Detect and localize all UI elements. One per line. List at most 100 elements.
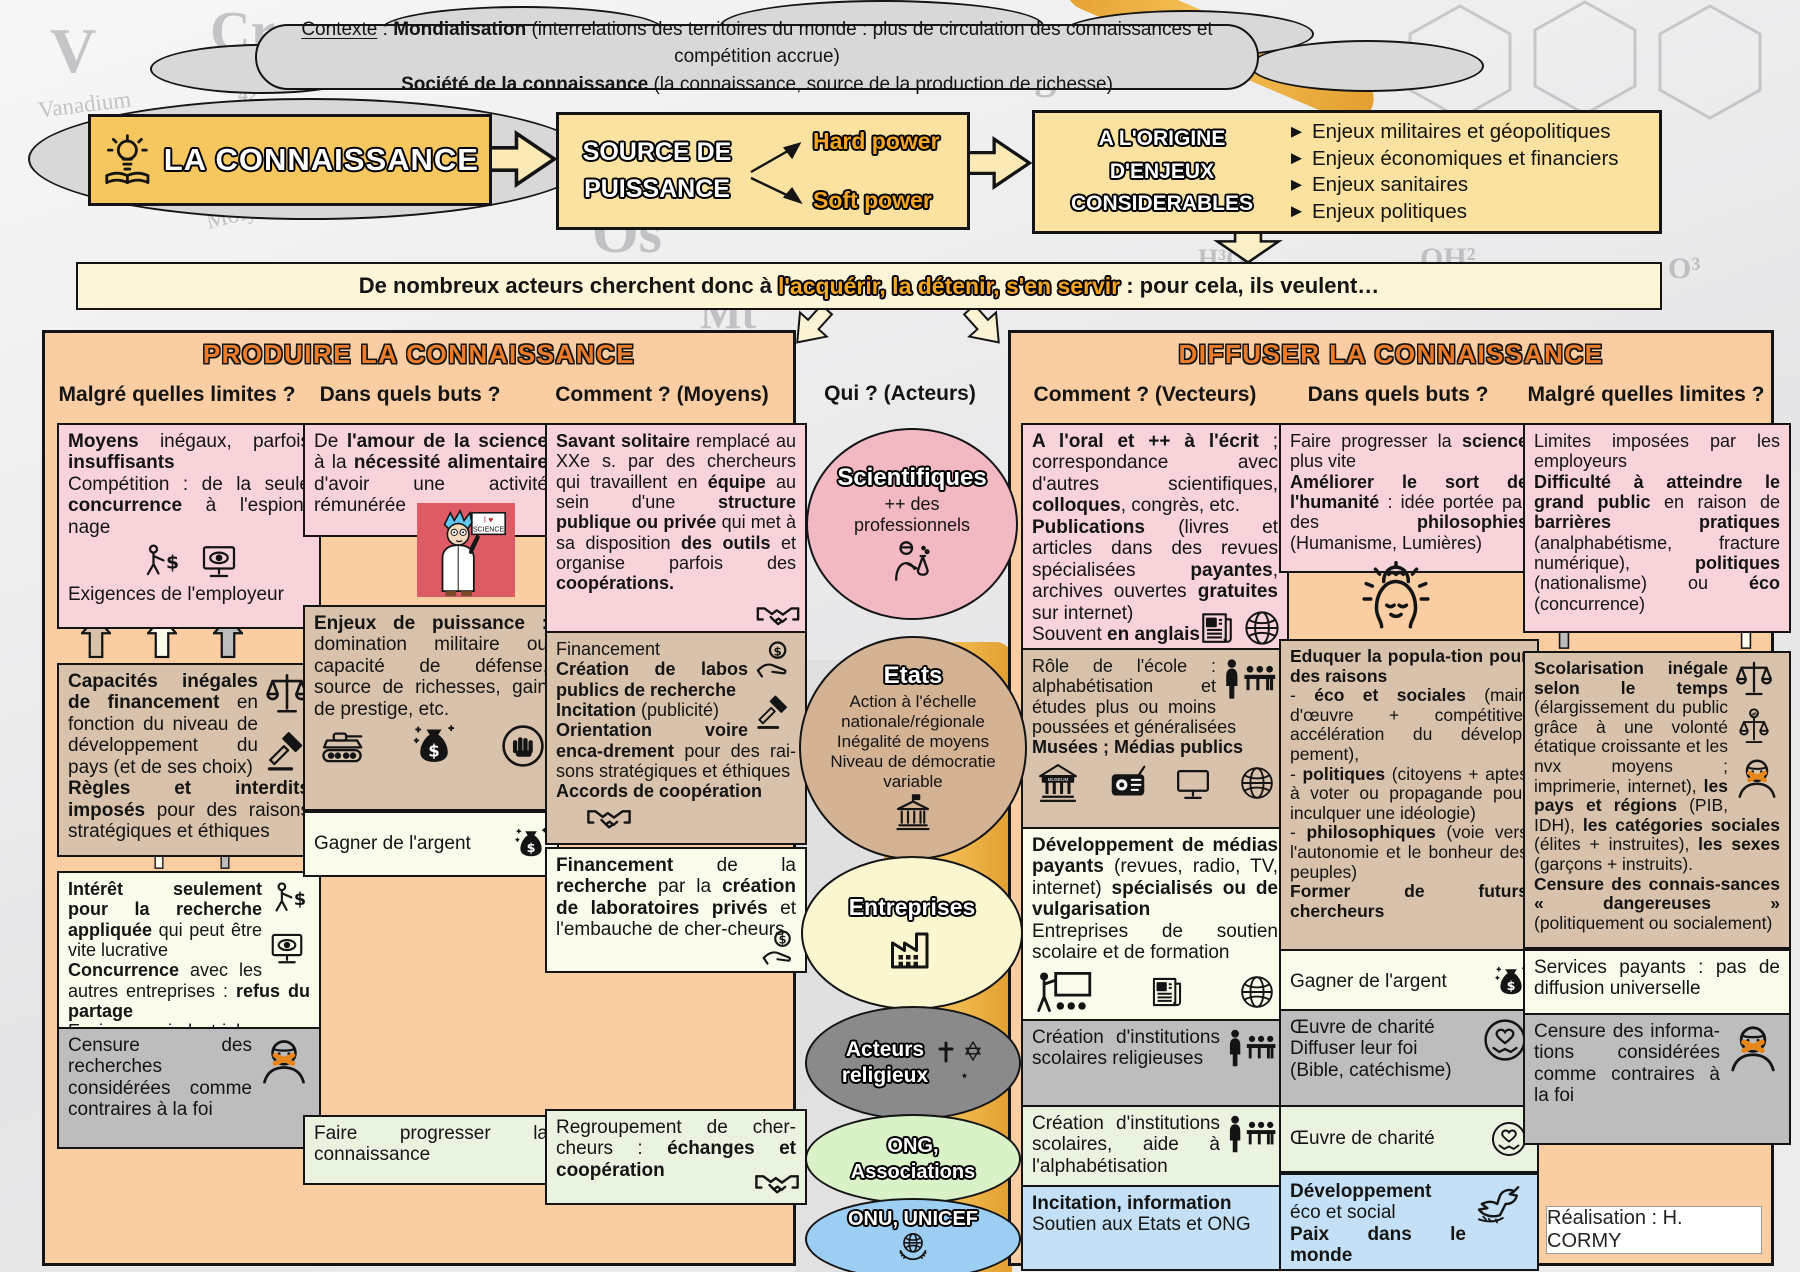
soft-power-label: Soft power <box>813 187 932 213</box>
museum-icon <box>1034 761 1082 805</box>
lightbulb-book-icon <box>101 129 154 191</box>
globe-icon <box>1242 608 1282 648</box>
produire-but-box-3: Gagner de l'argent <box>303 811 559 877</box>
radio-icon <box>1107 763 1149 803</box>
actor-name: Entreprises <box>848 893 976 920</box>
charity-icon <box>1482 1017 1528 1063</box>
money-bag-icon <box>514 827 548 861</box>
banner: De nombreux acteurs cherchent donc à l'a… <box>76 262 1662 310</box>
government-icon <box>893 794 933 834</box>
gavel-icon <box>754 693 792 731</box>
produire-but-box-2: Enjeux de puissance : domination militai… <box>303 605 559 811</box>
factory-icon <box>888 925 936 973</box>
produire-colhead-buts: Dans quels buts ? <box>319 383 501 406</box>
censored-scientist-icon <box>258 1035 310 1087</box>
produire-but-box-1: De l'amour de la science à la nécessité … <box>303 423 559 537</box>
diffuser-limite-box-4: Censure des informa-tions considérées co… <box>1523 1013 1791 1145</box>
origin-bullet-list: Enjeux militaires et géopolitiques Enjeu… <box>1277 118 1647 227</box>
actor-entreprises: Entreprises <box>801 856 1023 1010</box>
star-of-david-icon <box>962 1040 984 1062</box>
origin-item: Enjeux politiques <box>1291 200 1647 224</box>
training-icon <box>1034 967 1096 1017</box>
thief-icon <box>139 541 183 581</box>
diffuser-limite-box-2: Scolarisation inégale selon le temps (él… <box>1523 651 1791 949</box>
panel-diffuser: DIFFUSER LA CONNAISSANCE Comment ? (Vect… <box>1008 330 1791 1271</box>
diffuser-vecteur-box-2: Rôle de l'école : alphabétisation et étu… <box>1021 648 1289 832</box>
banner-highlight: l'acquérir, la détenir, s'en servir <box>778 272 1121 299</box>
produire-limite-box-2: Capacités inégales de financement en fon… <box>57 663 321 857</box>
credit-box: Réalisation : H. CORMY <box>1546 1206 1762 1254</box>
tv-icon <box>1173 764 1213 802</box>
actor-onu: ONU, UNICEF <box>805 1198 1021 1272</box>
produire-limite-box-4: Censure des recherches considérées comme… <box>57 1027 321 1149</box>
diffuser-limite-box-3: Services payants : pas de diffusion univ… <box>1523 949 1791 1019</box>
context-line2: Société de la connaissance (la connaissa… <box>401 73 1113 95</box>
diffuser-colhead-limites: Malgré quelles limites ? <box>1527 383 1765 406</box>
context-cloud: Contexte : Mondialisation (interrelation… <box>255 19 1259 95</box>
newspaper-icon <box>1148 973 1186 1011</box>
actors-header: Qui ? (Acteurs) <box>824 382 976 405</box>
hand-money-icon <box>754 639 796 681</box>
origin-item: Enjeux économiques et financiers <box>1291 147 1647 171</box>
teacher-icon <box>1226 1113 1278 1155</box>
origin-item: Enjeux militaires et géopolitiques <box>1291 120 1647 144</box>
diffuser-title: DIFFUSER LA CONNAISSANCE <box>1178 339 1604 369</box>
panel-produire: PRODUIRE LA CONNAISSANCE Malgré quelles … <box>42 330 807 1266</box>
context-line1: Contexte : Mondialisation (interrelation… <box>301 18 1213 68</box>
diffuser-but-box-3: Gagner de l'argent <box>1279 949 1539 1015</box>
scientist-cartoon <box>417 503 515 597</box>
produire-title: PRODUIRE LA CONNAISSANCE <box>202 339 636 369</box>
produire-but-box-4: Faire progresser la connaissance <box>303 1115 559 1185</box>
globe-icon <box>1238 973 1276 1011</box>
actor-ong: ONG,Associations <box>805 1114 1021 1204</box>
produire-limite-box-3: Intérêt seulement pour la recherche appl… <box>57 871 321 1041</box>
money-bag-icon <box>412 724 456 768</box>
censored-scientist-icon <box>1726 1021 1780 1075</box>
scientist-icon <box>889 538 935 584</box>
bg-element-v: V <box>50 15 97 86</box>
globe-icon <box>1238 764 1276 802</box>
origin-item: Enjeux sanitaires <box>1291 173 1647 197</box>
produire-colhead-limites: Malgré quelles limites ? <box>58 383 296 406</box>
thief-icon <box>268 879 310 917</box>
gender-balance-icon <box>1734 707 1774 747</box>
newspaper-icon <box>1197 608 1237 648</box>
diffuser-vecteur-box-4: Création d'institutions scolaires religi… <box>1021 1019 1289 1109</box>
actor-name: Scientifiques <box>837 463 987 491</box>
diffuser-vecteur-box-1: A l'oral et ++ à l'écrit ; correspondanc… <box>1021 423 1289 653</box>
dove-icon <box>1472 1181 1528 1227</box>
fist-icon <box>500 723 546 769</box>
diffuser-vecteur-box-3: Développement de médias payants (revues,… <box>1021 827 1289 1023</box>
handshake-icon <box>586 805 632 835</box>
fork-arrows <box>750 142 803 205</box>
diffuser-but-box-2: Eduquer la popula-tion pour des raisons-… <box>1279 639 1539 953</box>
produire-moyen-box-4: Regroupement de cher-cheurs : échanges e… <box>545 1109 807 1205</box>
censored-scientist-icon <box>1734 755 1780 801</box>
teacher-icon <box>1226 1027 1278 1069</box>
handshake-icon <box>754 1170 800 1200</box>
screen-eye-icon <box>268 929 306 967</box>
diffuser-vecteur-box-5: Création d'institutions scolaires, aide … <box>1021 1105 1289 1193</box>
handshake-icon <box>756 602 800 632</box>
diffuser-colhead-vecteurs: Comment ? (Vecteurs) <box>1033 383 1257 406</box>
actor-name: Etats <box>883 661 943 689</box>
banner-pre: De nombreux acteurs cherchent donc à <box>358 273 779 298</box>
context-cloud-bump <box>1250 40 1484 92</box>
produire-moyen-box-3: Financement de la recherche par la créat… <box>545 847 807 973</box>
main-title: LA CONNAISSANCE <box>163 142 479 177</box>
credit-text: Réalisation : H. CORMY <box>1547 1207 1683 1252</box>
unicef-icon <box>896 1229 930 1263</box>
